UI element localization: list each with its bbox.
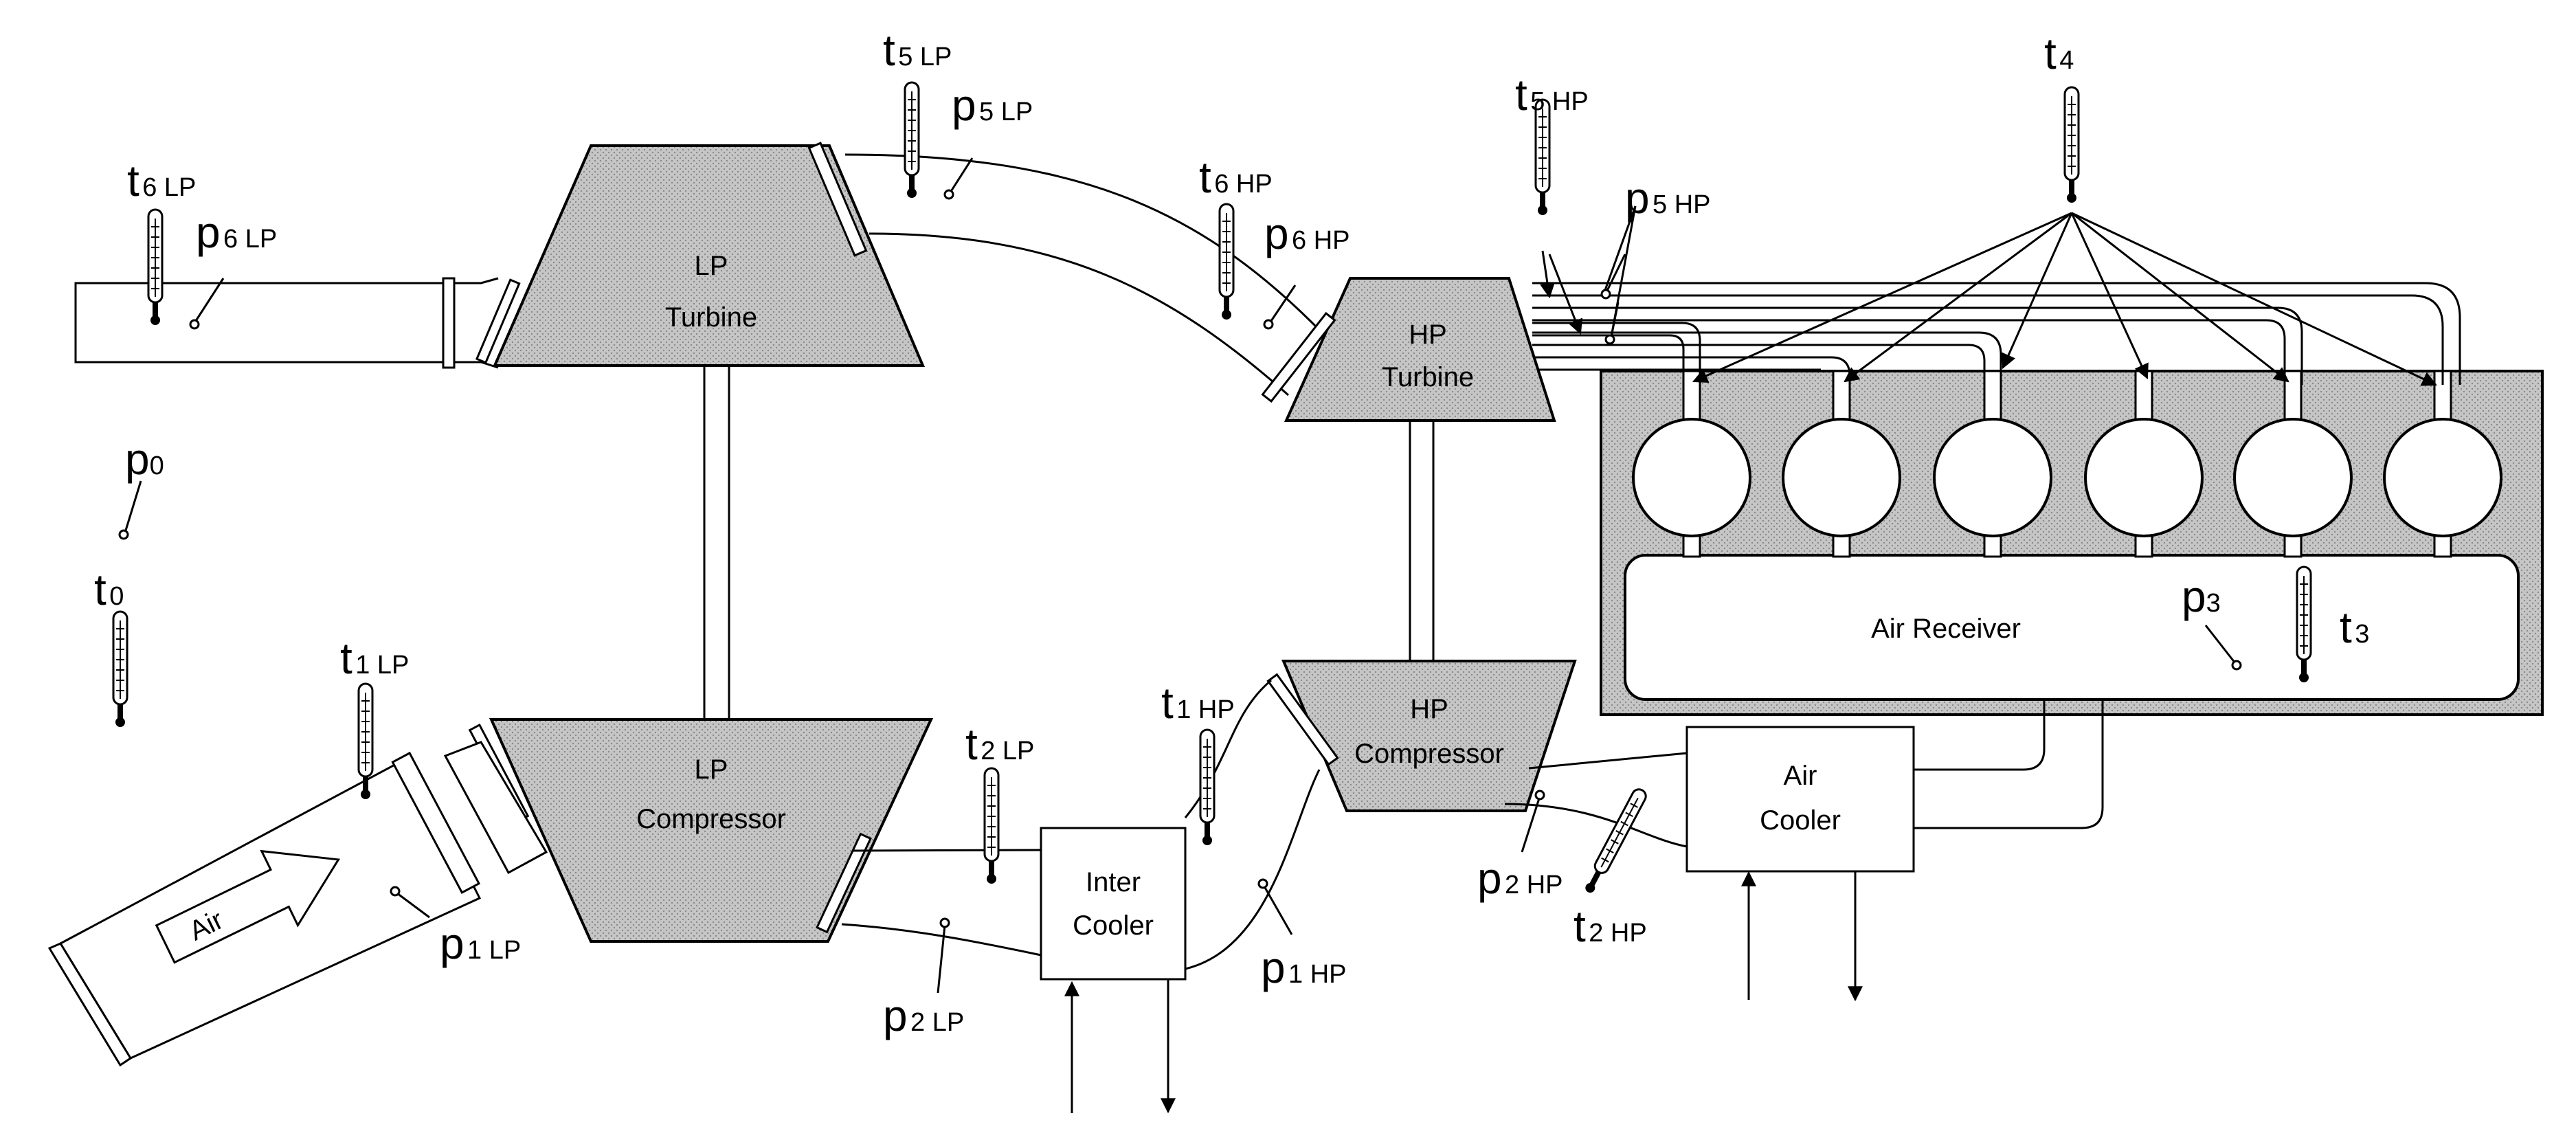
t4-indicator-lines	[1692, 212, 2437, 386]
lp-hp-exhaust-pipe	[844, 153, 1317, 396]
lp-compressor	[489, 718, 934, 943]
cylinder-6	[2383, 370, 2502, 558]
pressure-taps	[118, 157, 2242, 994]
cylinder-icon	[1933, 418, 2052, 537]
label-t5lp: t 5 LP	[883, 25, 952, 75]
label-p2hp: p 2 HP	[1477, 853, 1563, 903]
lp-turbine	[492, 144, 926, 367]
cylinder-icon	[2383, 418, 2502, 537]
label-p6hp: p 6 HP	[1264, 209, 1350, 258]
hp-inlet-indicators	[1540, 205, 1637, 337]
hp-shaft	[1409, 419, 1435, 662]
label-t3: t 3	[2340, 603, 2369, 652]
hp-compressor-label-2: Compressor	[1354, 739, 1504, 769]
cylinder-1	[1632, 370, 1751, 558]
lp-intake-duct: Air	[47, 741, 548, 1067]
label-p5lp: p 5 LP	[952, 80, 1033, 130]
cylinder-icon	[1632, 418, 1751, 537]
label-t5hp: t 5 HP	[1515, 70, 1589, 120]
label-t1lp: t 1 LP	[340, 634, 409, 683]
label-t6hp: t 6 HP	[1199, 153, 1273, 202]
label-p1hp: p 1 HP	[1261, 943, 1347, 992]
exhaust-manifold	[1532, 282, 2461, 385]
label-p3: p3	[2182, 572, 2221, 621]
thermometer-t6hp	[1218, 203, 1235, 321]
hp-turbine-label-1: HP	[1409, 320, 1447, 350]
lp-turbocharger: LP Turbine LP Compressor	[468, 142, 934, 943]
hp-turbocharger: HP Turbine HP Compressor	[1261, 277, 1577, 812]
cylinder-icon	[2233, 418, 2353, 537]
inter-cooler-label-2: Cooler	[1073, 910, 1154, 941]
label-p6lp: p 6 LP	[196, 208, 277, 257]
thermometer-t5lp	[904, 81, 920, 199]
lp-compressor-label-1: LP	[695, 754, 728, 785]
label-p1lp: p 1 LP	[440, 919, 521, 968]
thermometer-t5hp	[1534, 98, 1551, 216]
lp-shaft	[703, 364, 730, 721]
hp-compressor-label-1: HP	[1410, 694, 1448, 724]
air-cooler: Air Cooler	[1685, 726, 1915, 1002]
label-t4: t 4	[2044, 29, 2074, 78]
label-t1hp: t 1 HP	[1161, 678, 1235, 728]
label-p2lp: p 2 LP	[883, 991, 964, 1040]
engine-block: Air Receiver	[1600, 370, 2544, 716]
cylinder-icon	[2084, 418, 2204, 537]
thermometer-t2hp	[1580, 785, 1650, 897]
cylinder-2	[1782, 370, 1901, 558]
thermometer-t4	[2063, 86, 2080, 204]
hp-compressor	[1281, 660, 1577, 812]
measurement-labels: t 6 LP p 6 LP t 5 LP p 5 LP t 6 HP p 6 H…	[94, 25, 2369, 1040]
air-cooler-label-1: Air	[1784, 761, 1817, 791]
lp-exhaust-stack	[74, 277, 499, 369]
cylinder-4	[2084, 370, 2204, 558]
hp-turbine	[1284, 277, 1556, 422]
cylinder-5	[2233, 370, 2353, 558]
air-receiver-label: Air Receiver	[1871, 614, 2021, 644]
thermometer-t1hp	[1199, 728, 1216, 847]
air-cooler-label-2: Cooler	[1760, 805, 1841, 836]
air-direction-arrow: Air	[155, 849, 341, 964]
air-receiver	[1624, 554, 2520, 701]
thermometer-t2lp	[983, 767, 1000, 885]
label-t2lp: t 2 LP	[965, 719, 1034, 769]
label-p0: p0	[125, 434, 164, 484]
inter-cooler: Inter Cooler	[1040, 827, 1187, 1114]
hp-turbine-label-2: Turbine	[1382, 362, 1474, 392]
lp-turbine-label-2: Turbine	[665, 302, 757, 333]
cylinder-3	[1933, 370, 2052, 558]
label-t6lp: t 6 LP	[127, 156, 196, 205]
label-t2hp: t 2 HP	[1573, 902, 1647, 951]
cylinder-icon	[1782, 418, 1901, 537]
thermometer-t0	[112, 610, 128, 728]
lp-turbine-label-1: LP	[695, 251, 728, 281]
label-p5hp: p 5 HP	[1625, 173, 1711, 223]
label-t0: t 0	[94, 565, 124, 614]
lp-compressor-label-2: Compressor	[636, 804, 786, 834]
inter-cooler-label-1: Inter	[1086, 867, 1141, 897]
